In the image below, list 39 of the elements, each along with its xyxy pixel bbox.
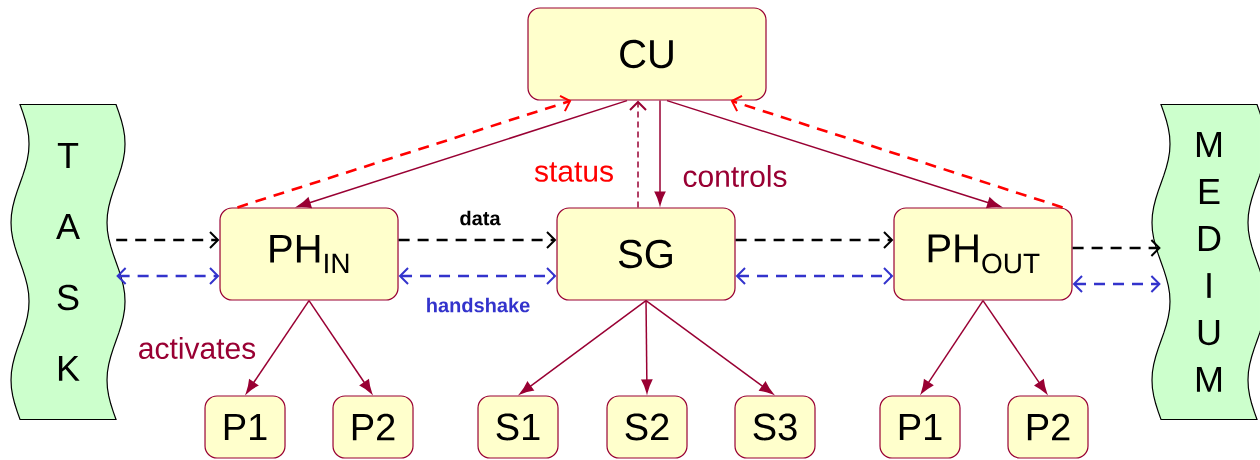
sub-box: S3	[734, 395, 816, 459]
edge-label: status	[533, 161, 616, 183]
edge-label: activates	[136, 336, 258, 360]
process-box: PH$_{OUT}$	[893, 207, 1073, 301]
edge-label: controls	[681, 164, 789, 188]
arrow	[237, 94, 572, 209]
arrow	[920, 299, 984, 394]
arrow	[735, 267, 894, 285]
arrow	[398, 267, 557, 285]
banner: M E D I U M	[1151, 103, 1260, 421]
process-box: SG	[556, 207, 736, 301]
sub-box: S1	[477, 395, 559, 459]
arrow	[629, 100, 647, 209]
arrow	[735, 231, 894, 249]
arrow	[398, 231, 557, 249]
arrow	[982, 299, 1047, 394]
edge-label: handshake	[424, 296, 532, 314]
edge-label: data	[458, 209, 502, 227]
arrow	[116, 267, 220, 285]
arrow	[654, 99, 666, 206]
arrow	[297, 99, 628, 208]
sub-box: P2	[1007, 395, 1089, 459]
arrow	[641, 299, 653, 394]
arrow	[246, 299, 310, 394]
arrow	[519, 299, 647, 395]
process-box: PH$_{IN}$	[219, 207, 399, 301]
arrow	[1072, 275, 1161, 293]
sub-box: P1	[879, 395, 961, 459]
process-box: CU	[527, 7, 767, 101]
arrow	[116, 231, 220, 249]
arrow	[730, 94, 1063, 209]
arrow	[645, 299, 774, 395]
sub-box: S2	[606, 395, 688, 459]
arrow	[308, 299, 373, 394]
sub-box: P1	[204, 395, 286, 459]
sub-box: P2	[332, 395, 414, 459]
arrow	[1072, 239, 1161, 257]
arrow	[666, 99, 1001, 208]
banner: T A S K	[10, 103, 126, 421]
